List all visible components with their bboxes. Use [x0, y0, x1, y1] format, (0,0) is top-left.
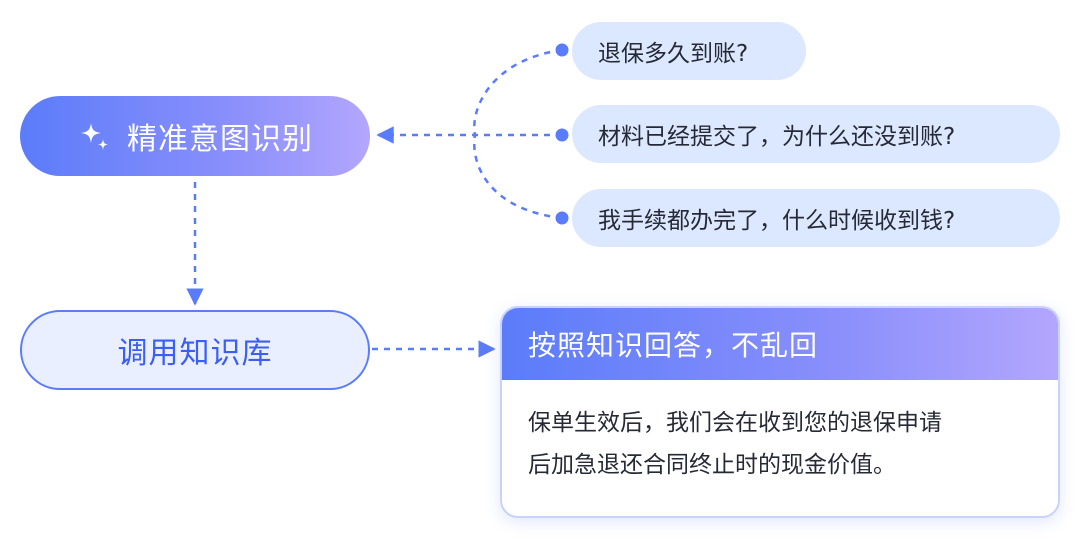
sparkle-icon: [81, 123, 108, 150]
knowledge-node-label: 调用知识库: [117, 336, 273, 371]
question-dot-1: [555, 43, 569, 57]
knowledge-base-node: 调用知识库: [20, 310, 370, 390]
question-dot-2: [555, 128, 569, 142]
answer-line-2: 后加急退还合同终止时的现金价值。: [528, 452, 896, 478]
question-text-2: 材料已经提交了，为什么还没到账?: [598, 124, 956, 150]
answer-card: 按照知识回答，不乱回 保单生效后，我们会在收到您的退保申请 后加急退还合同终止时…: [500, 306, 1060, 518]
answer-card-title: 按照知识回答，不乱回: [502, 308, 1058, 380]
intent-node-label: 精准意图识别: [127, 122, 313, 157]
question-dot-3: [555, 211, 569, 225]
question-text-1: 退保多久到账?: [598, 41, 749, 67]
question-bubble-3: 我手续都办完了，什么时候收到钱?: [572, 189, 1060, 247]
question-bubble-2: 材料已经提交了，为什么还没到账?: [572, 105, 1060, 163]
answer-card-body: 保单生效后，我们会在收到您的退保申请 后加急退还合同终止时的现金价值。: [502, 380, 1058, 486]
question-text-3: 我手续都办完了，什么时候收到钱?: [598, 208, 956, 234]
question-bubble-1: 退保多久到账?: [572, 22, 806, 80]
answer-line-1: 保单生效后，我们会在收到您的退保申请: [528, 410, 942, 436]
intent-recognition-node: 精准意图识别: [20, 96, 370, 176]
